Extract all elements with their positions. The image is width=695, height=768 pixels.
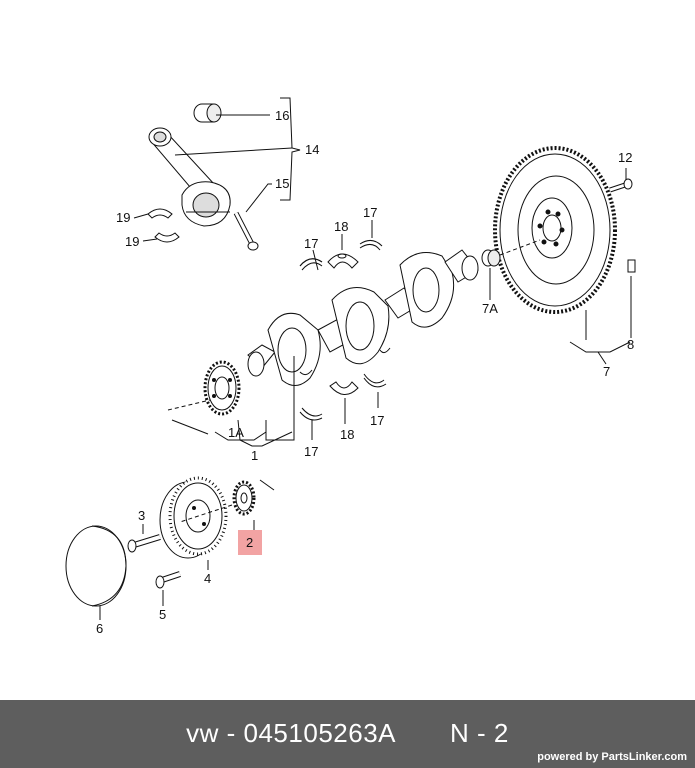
footer-bar: vw - 045105263A N - 2 powered by PartsLi…: [0, 700, 695, 768]
part-info: vw - 045105263A N - 2: [186, 718, 509, 748]
part-number: 045105263A: [243, 718, 395, 748]
bearing-shell-18b: [329, 381, 359, 395]
callout-15[interactable]: 15: [275, 176, 289, 191]
crank-gear-1a: [203, 360, 241, 416]
powered-by-link[interactable]: powered by PartsLinker.com: [537, 751, 687, 763]
thrust-washer-17c: [299, 407, 323, 421]
callout-4[interactable]: 4: [204, 571, 211, 586]
bolt-5: [155, 571, 181, 589]
callout-16[interactable]: 16: [275, 108, 289, 123]
callout-17-left[interactable]: 17: [304, 236, 318, 251]
thrust-washer-17b: [359, 240, 383, 251]
bearing-shell-16: [193, 103, 222, 123]
callout-1a[interactable]: 1A: [228, 425, 244, 440]
bearing-shell-19: [147, 208, 180, 243]
callout-14[interactable]: 14: [305, 142, 319, 157]
highlight-box: [238, 530, 262, 555]
callout-3[interactable]: 3: [138, 508, 145, 523]
callout-17-lower-right[interactable]: 17: [370, 413, 384, 428]
callout-18-upper[interactable]: 18: [334, 219, 348, 234]
flywheel: [493, 146, 617, 314]
callout-7a[interactable]: 7A: [482, 301, 498, 316]
callout-18-lower[interactable]: 18: [340, 427, 354, 442]
bearing-shell-18a: [327, 253, 359, 269]
crankshaft: [247, 249, 479, 386]
parts-diagram: 16 14 15 19 19 18 17 17 12 7A 8 7 1A 1 1…: [65, 97, 636, 636]
connecting-rod: [148, 127, 231, 227]
callout-17-lower-left[interactable]: 17: [304, 444, 318, 459]
callout-1[interactable]: 1: [251, 448, 258, 463]
position-label: N - 2: [450, 718, 509, 748]
dowel-pin-8: [627, 259, 636, 273]
cover-cap-6: [65, 525, 127, 607]
callout-7[interactable]: 7: [603, 364, 610, 379]
vibration-damper-4: [159, 476, 228, 559]
thrust-washer-17d: [363, 373, 387, 388]
rod-bolt-15: [233, 211, 259, 251]
crank-sprocket-2: [232, 480, 256, 516]
callout-5[interactable]: 5: [159, 607, 166, 622]
callout-8[interactable]: 8: [627, 337, 634, 352]
callout-19-lower[interactable]: 19: [125, 234, 139, 249]
thrust-washer-17a: [299, 258, 323, 271]
callout-19-upper[interactable]: 19: [116, 210, 130, 225]
callout-6[interactable]: 6: [96, 621, 103, 636]
flywheel-bolt-12: [609, 178, 633, 193]
callout-2[interactable]: 2: [246, 535, 253, 550]
brand-label: vw: [186, 718, 219, 748]
callout-17-right[interactable]: 17: [363, 205, 377, 220]
pilot-bearing-7a: [481, 249, 501, 267]
callout-12[interactable]: 12: [618, 150, 632, 165]
bolt-3: [127, 534, 161, 553]
